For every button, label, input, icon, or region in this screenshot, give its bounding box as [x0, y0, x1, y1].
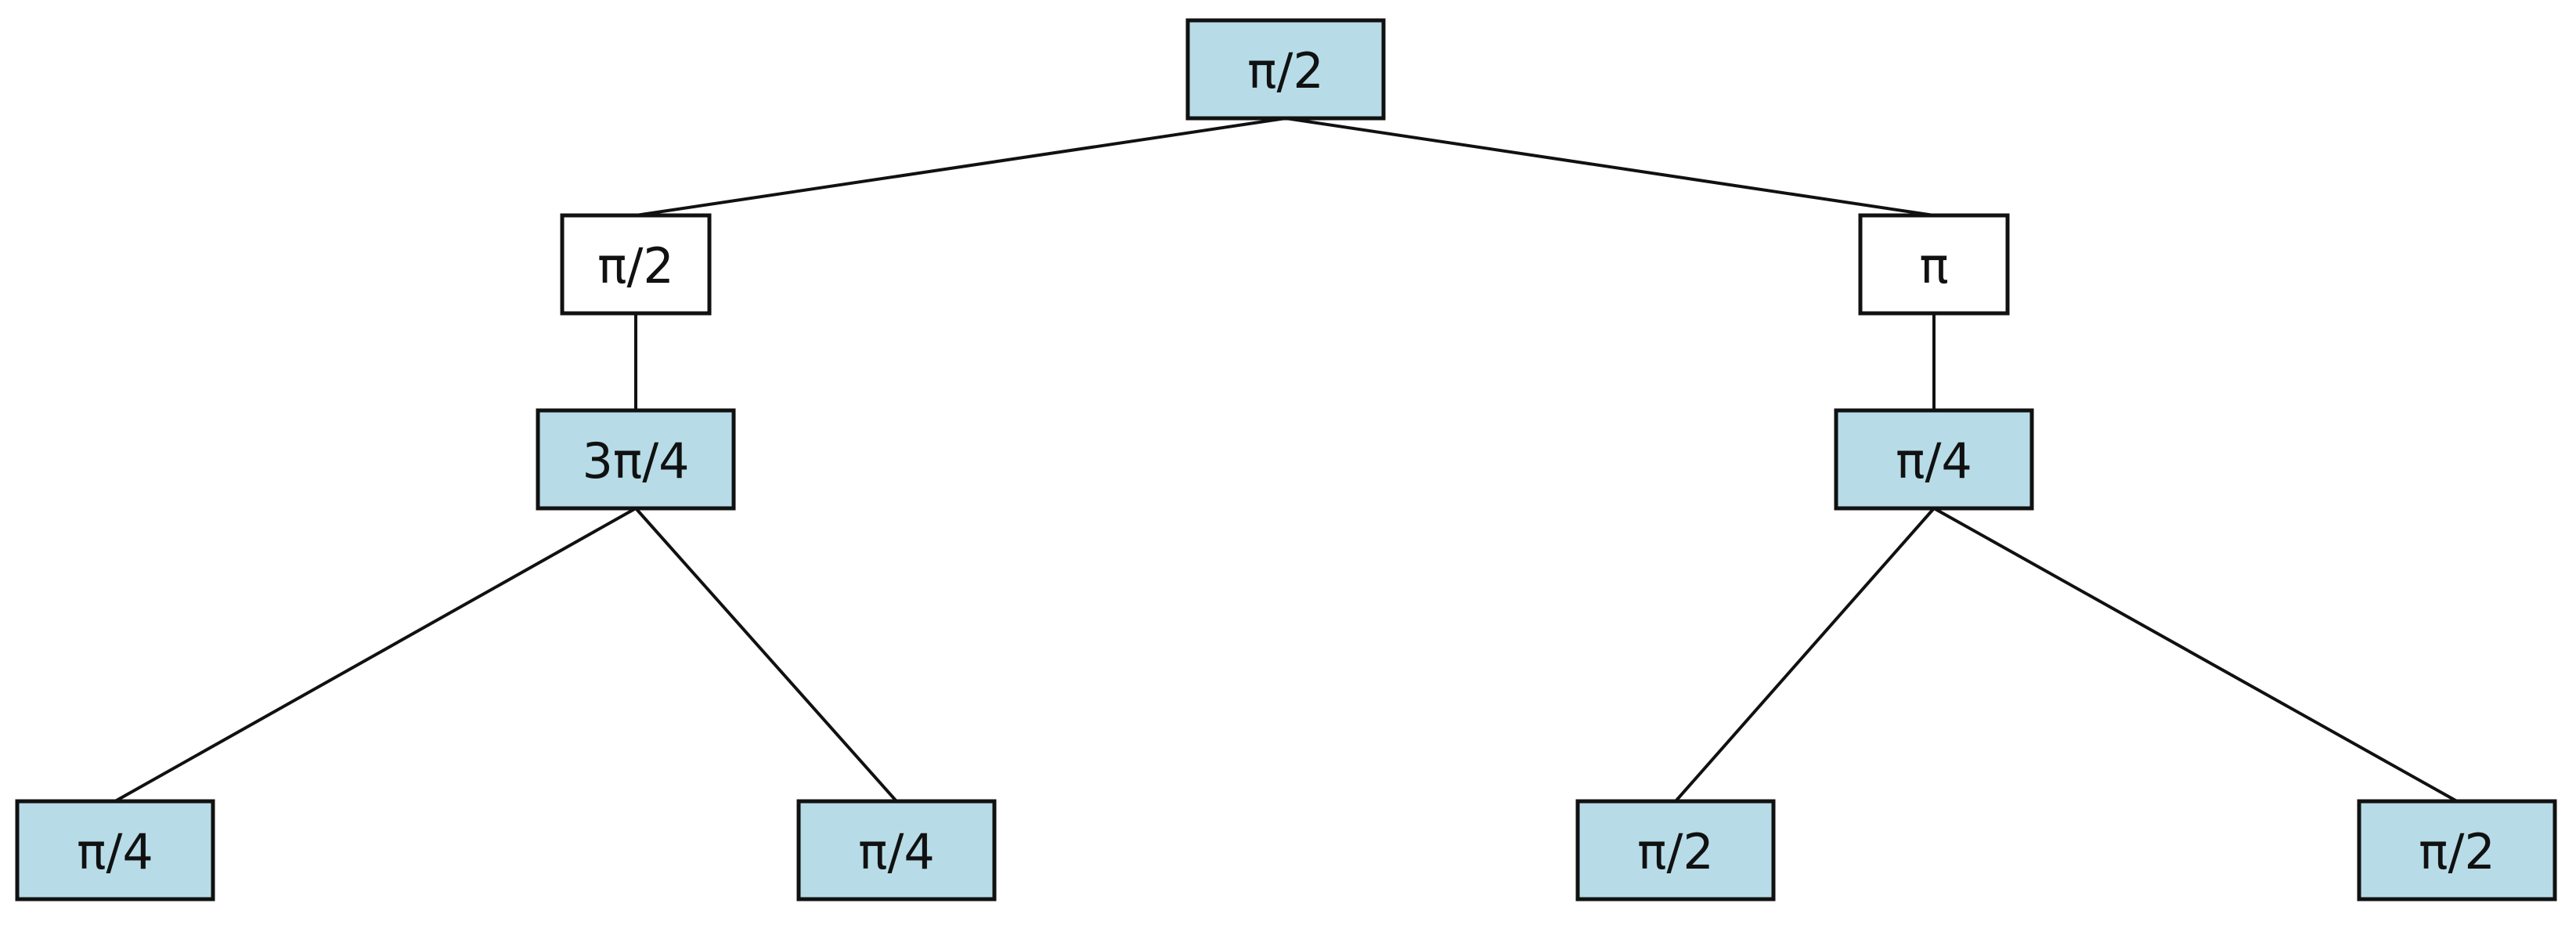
node-box [1858, 213, 2010, 316]
tree-node-l1: π/2 [560, 213, 712, 316]
node-box [15, 799, 215, 902]
node-label: π/2 [597, 237, 674, 294]
node-box [1185, 18, 1386, 121]
edge-root-r1 [1285, 117, 1935, 217]
node-label: π/4 [1896, 432, 1972, 490]
tree-node-rr: π/2 [2357, 799, 2557, 902]
node-label: π/2 [2419, 823, 2495, 880]
node-label: π [1919, 237, 1948, 294]
tree-node-rl: π/2 [1575, 799, 1776, 902]
tree-node-l2: 3π/4 [536, 408, 736, 511]
node-label: π/2 [1637, 823, 1714, 880]
node-box [1834, 408, 2034, 511]
node-box [536, 408, 736, 511]
edge-r2-rr [1933, 507, 2458, 803]
node-box [796, 799, 997, 902]
edge-r2-rl [1674, 507, 1936, 803]
tree-node-r1: π [1858, 213, 2010, 316]
node-box [2357, 799, 2557, 902]
node-label: π/2 [1247, 42, 1324, 99]
tree-node-lr: π/4 [796, 799, 997, 902]
edges-layer [114, 117, 2458, 803]
nodes-layer: π/2 π/2 π 3π/4 π/4 π/4 π/4 π/2 π/2 [15, 18, 2557, 902]
edge-root-l1 [635, 117, 1286, 217]
node-label: π/4 [858, 823, 935, 880]
tree-node-root: π/2 [1185, 18, 1386, 121]
node-box [560, 213, 712, 316]
node-label: 3π/4 [582, 432, 689, 490]
node-label: π/4 [77, 823, 153, 880]
edge-l2-lr [634, 507, 898, 803]
tree-node-ll: π/4 [15, 799, 215, 902]
tree-node-r2: π/4 [1834, 408, 2034, 511]
edge-l2-ll [114, 507, 637, 803]
node-box [1575, 799, 1776, 902]
